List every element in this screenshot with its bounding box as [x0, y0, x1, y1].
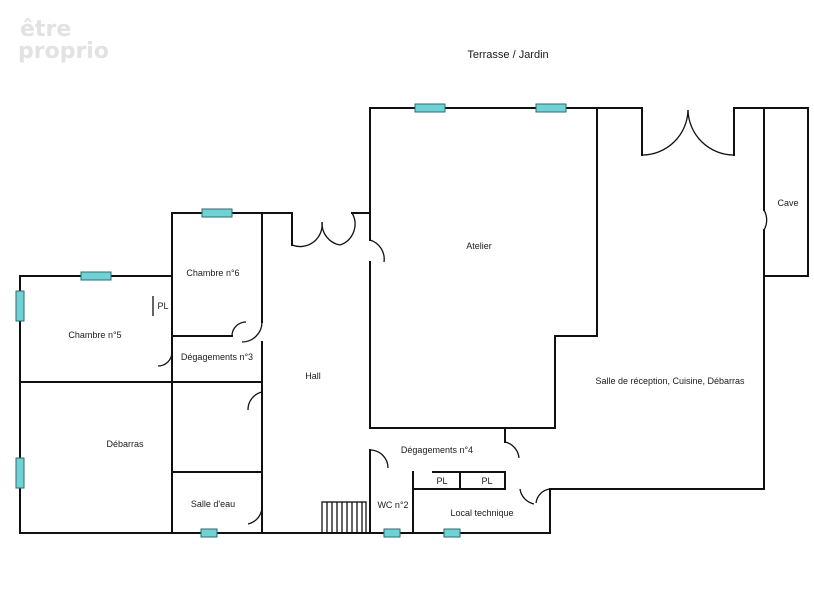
window-chambre5-left — [15, 290, 25, 322]
windows — [15, 103, 567, 538]
room-label-degagements4: Dégagements n°4 — [401, 445, 473, 455]
logo-line-1: être — [20, 17, 71, 42]
door-local-technique — [519, 488, 535, 505]
door-salle-eau — [247, 507, 263, 525]
door-hall-center — [321, 221, 341, 246]
room-label-pl-chambre: PL — [157, 301, 168, 311]
door-degagements4 — [504, 441, 520, 459]
window-atelier-1 — [414, 103, 446, 113]
door-atelier — [369, 239, 385, 263]
room-label-degagements3: Dégagements n°3 — [181, 352, 253, 362]
window-local-technique — [443, 528, 461, 538]
room-label-cave: Cave — [777, 198, 798, 208]
window-atelier-2 — [535, 103, 567, 113]
window-chambre6 — [201, 208, 233, 218]
room-label-pl-1: PL — [436, 476, 447, 486]
door-chambre6 — [241, 321, 263, 343]
logo-line-2: proprio — [18, 39, 109, 64]
doors — [157, 109, 768, 525]
room-label-local-technique: Local technique — [450, 508, 513, 518]
room-label-wc2: WC n°2 — [377, 500, 408, 510]
stairs — [321, 501, 367, 534]
door-reception-left — [641, 109, 689, 156]
room-label-hall: Hall — [305, 371, 321, 381]
door-degagements3-left — [157, 351, 173, 367]
room-label-chambre5: Chambre n°5 — [68, 330, 121, 340]
room-label-pl-2: PL — [481, 476, 492, 486]
wall-left-wing — [19, 275, 173, 534]
walls — [19, 107, 809, 534]
door-reception-right — [687, 109, 735, 156]
door-debarras — [247, 391, 263, 411]
logo: être proprio — [18, 17, 109, 64]
door-local-technique-2 — [535, 488, 551, 504]
door-degagements3 — [231, 321, 247, 337]
door-hall-right — [339, 212, 356, 246]
outside-label: Terrasse / Jardin — [467, 49, 548, 61]
room-label-atelier: Atelier — [466, 241, 492, 251]
window-wc — [383, 528, 401, 538]
room-label-chambre6: Chambre n°6 — [186, 268, 239, 278]
window-salle-eau — [200, 528, 218, 538]
door-hall-left — [291, 221, 323, 248]
door-cave — [763, 209, 768, 231]
room-label-debarras: Débarras — [106, 439, 144, 449]
room-label-salle-eau: Salle d'eau — [191, 499, 235, 509]
room-label-reception: Salle de réception, Cuisine, Débarras — [595, 376, 745, 386]
stairs-outline — [321, 501, 367, 534]
door-wc — [369, 449, 389, 469]
window-debarras — [15, 457, 25, 489]
window-chambre5-top — [80, 271, 112, 281]
room-labels: Atelier Cave Chambre n°6 Chambre n°5 PL … — [68, 198, 798, 518]
